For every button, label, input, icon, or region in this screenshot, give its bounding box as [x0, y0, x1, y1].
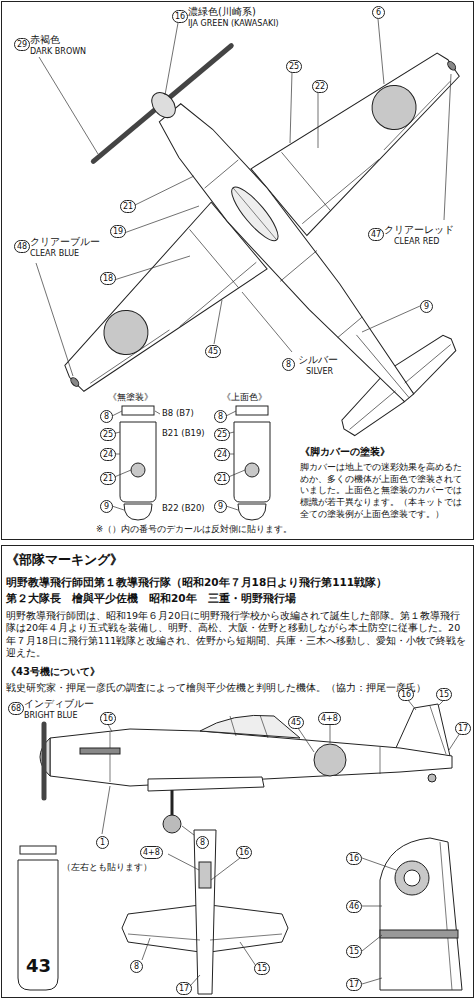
- label-text: 《無塗装》: [108, 392, 153, 403]
- callout-number: 17: [346, 978, 362, 991]
- callout-number: 6: [372, 6, 385, 19]
- callout-number: 45: [288, 716, 304, 729]
- callout-number: 16: [398, 688, 414, 701]
- callout-number: 8: [130, 960, 143, 973]
- label-text: SILVER: [306, 367, 333, 377]
- callout-number: 25: [286, 60, 302, 73]
- heading-text: 第２大隊長 檜與平少佐機 昭和20年 三重・明野飛行場: [6, 592, 296, 605]
- callout-number: 22: [312, 80, 328, 93]
- gear-cover: [120, 406, 270, 520]
- callout-number: 46: [346, 900, 362, 913]
- heading-text: 明野教導飛行師団第１教導飛行隊（昭和20年７月18日より飛行第111戦隊）: [6, 576, 387, 589]
- label-text: B22 (B20): [162, 503, 205, 513]
- callout-number: 9: [214, 500, 227, 513]
- heading-text: 《部隊マーキング》: [6, 552, 123, 568]
- callout-number: 19: [110, 225, 126, 238]
- callout-number: 17: [176, 982, 192, 995]
- label-text: 赤褐色: [30, 34, 60, 46]
- heading-text: 《脚カバーの塗装》: [300, 446, 390, 458]
- tail-fin-view: [380, 838, 462, 990]
- callout-number: 68: [8, 702, 24, 715]
- label-text: クリアーブルー: [30, 236, 100, 248]
- callout-number: 16: [236, 846, 252, 859]
- label-text: 戦史研究家・押尾一彦氏の調査によって檜與平少佐機と判明した機体。（協力：押尾一彦…: [6, 682, 426, 693]
- callout-number: 8: [282, 358, 295, 371]
- callout-number: 25: [214, 428, 230, 441]
- callout-number: 18: [100, 272, 116, 285]
- callout-number: 4+8: [140, 846, 163, 859]
- callout-number: 9: [420, 300, 433, 313]
- callout-number: 15: [254, 962, 270, 975]
- label-text: DARK BROWN: [30, 47, 86, 57]
- label-text: 濃緑色(川崎系): [188, 6, 256, 18]
- callout-number: 4+8: [318, 712, 341, 725]
- aircraft-top-view: [0, 0, 475, 558]
- label-text: B8 (B7): [162, 408, 194, 418]
- callout-number: 15: [436, 688, 452, 701]
- callout-number: 16: [100, 712, 116, 725]
- leader-lines: [362, 858, 396, 984]
- callout-number: 15: [346, 945, 362, 958]
- aircraft-number: 43: [26, 955, 51, 977]
- callout-number: 21: [214, 472, 230, 485]
- callout-number: 25: [100, 428, 116, 441]
- panel-frame: [2, 546, 474, 998]
- callout-number: 24: [214, 448, 230, 461]
- callout-number: 16: [172, 10, 188, 23]
- leader-lines: [142, 854, 256, 986]
- callout-number: 47: [368, 228, 384, 241]
- note-text: 明野教導飛行師団は、昭和19年６月20日に明野飛行学校から改編されて誕生した部隊…: [6, 610, 468, 659]
- leader-lines: [112, 411, 245, 510]
- label-text: （左右とも貼ります）: [62, 862, 152, 873]
- label-text: ※（）内の番号のデカールは反対側に貼ります。: [96, 524, 292, 534]
- label-text: CLEAR RED: [394, 237, 439, 247]
- heading-text: 《43号機について》: [6, 666, 100, 678]
- label-text: BRIGHT BLUE: [24, 711, 78, 721]
- callout-number: 48: [14, 240, 30, 253]
- callout-number: 16: [346, 852, 362, 865]
- label-text: シルバー: [298, 354, 338, 366]
- callout-number: 29: [14, 38, 30, 51]
- callout-number: 21: [120, 200, 136, 213]
- callout-number: 8: [214, 410, 227, 423]
- leader-lines: [36, 19, 451, 376]
- label-text: インディブルー: [24, 698, 94, 710]
- callout-number: 24: [100, 448, 116, 461]
- callout-number: 21: [100, 472, 116, 485]
- gear-cover: [18, 846, 58, 990]
- callout-number: 45: [205, 345, 221, 358]
- callout-number: 17: [455, 722, 471, 735]
- aircraft-side-view: [40, 704, 452, 833]
- label-text: B21 (B19): [162, 428, 205, 438]
- label-text: クリアーレッド: [384, 224, 454, 236]
- tailplane-view: [122, 830, 288, 994]
- callout-number: 8: [196, 836, 209, 849]
- leader-lines: [102, 700, 460, 838]
- callout-number: 9: [100, 500, 113, 513]
- note-text: 脚カバーは地上での迷彩効果を高めるためか、多くの機体が上面色で塗装されていました…: [300, 462, 470, 520]
- label-text: IJA GREEN (KAWASAKI): [188, 19, 279, 29]
- callout-number: 1: [96, 836, 109, 849]
- label-text: CLEAR BLUE: [30, 249, 79, 259]
- label-text: 《上面色》: [222, 392, 267, 403]
- callout-number: 8: [100, 410, 113, 423]
